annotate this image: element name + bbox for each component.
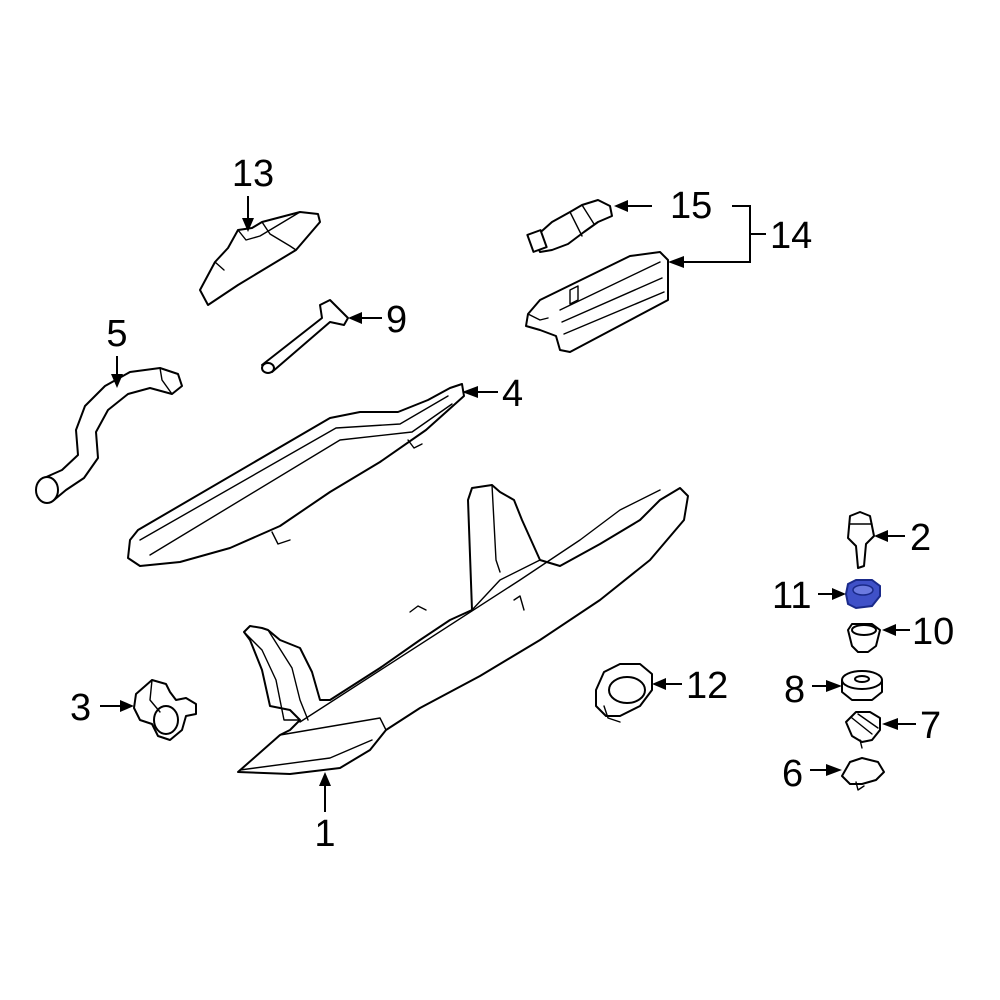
- callout-4: 4: [502, 373, 523, 415]
- callout-8: 8: [784, 669, 805, 711]
- part-7-clip[interactable]: [845, 711, 881, 749]
- part-13-bracket[interactable]: [199, 211, 321, 306]
- part-2-pin[interactable]: [847, 511, 875, 569]
- callout-13: 13: [232, 153, 274, 195]
- callout-6: 6: [782, 753, 803, 795]
- callout-7: 7: [920, 705, 941, 747]
- part-3-latch[interactable]: [133, 679, 197, 741]
- callout-labels: 1 2 3 4 5 6 7 8 9 10 11 12 13 14 15: [70, 153, 954, 855]
- part-12-grommet[interactable]: [595, 663, 653, 723]
- part-11-bushing-highlighted[interactable]: [844, 579, 881, 610]
- callout-14: 14: [770, 215, 812, 257]
- callout-15: 15: [670, 185, 712, 227]
- callout-11: 11: [772, 575, 811, 617]
- part-8-washer[interactable]: [841, 670, 883, 701]
- part-10-sleeve[interactable]: [847, 623, 881, 653]
- callout-3: 3: [70, 687, 91, 729]
- part-6-cap[interactable]: [841, 757, 885, 791]
- part-1-glove-box[interactable]: [237, 484, 689, 775]
- callout-10: 10: [912, 611, 954, 653]
- part-4-panel[interactable]: [127, 383, 465, 567]
- callout-1: 1: [314, 813, 335, 855]
- part-15-bulb[interactable]: [526, 199, 613, 253]
- leader-lines: [100, 196, 916, 812]
- callout-12: 12: [686, 665, 728, 707]
- part-9-rod[interactable]: [261, 299, 349, 374]
- callout-2: 2: [910, 517, 931, 559]
- part-14-lamp-housing[interactable]: [525, 251, 669, 353]
- callout-9: 9: [386, 299, 407, 341]
- callout-5: 5: [106, 313, 127, 355]
- part-5-hose[interactable]: [35, 367, 183, 504]
